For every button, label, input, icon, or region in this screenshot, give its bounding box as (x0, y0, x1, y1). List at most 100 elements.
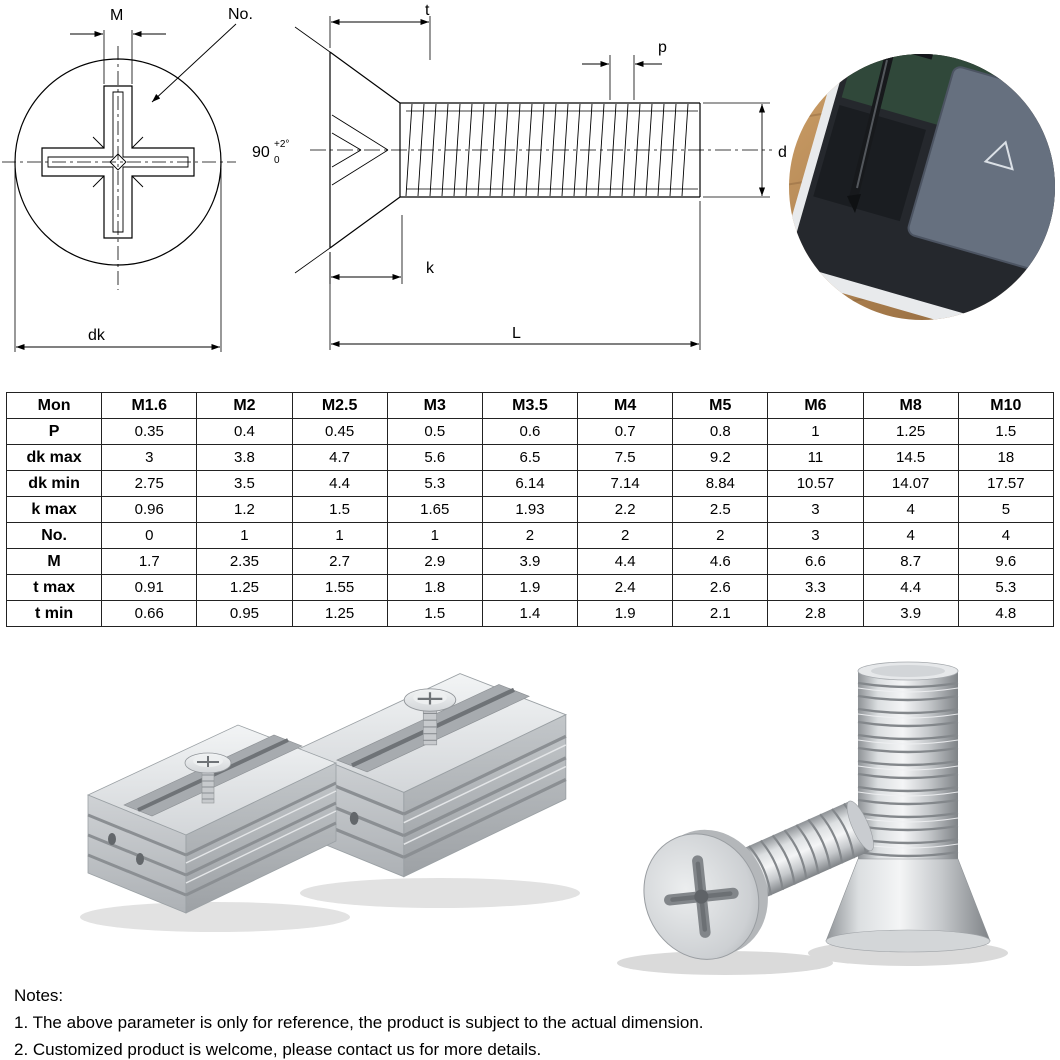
spec-cell: 0.5 (386, 418, 483, 445)
spec-cell: 3.9 (862, 600, 959, 627)
spec-cell: 4.6 (672, 548, 769, 575)
spec-cell: 2.75 (101, 470, 198, 497)
standing-screw-head-base (825, 929, 991, 953)
spec-cell: 1.9 (481, 574, 579, 601)
spec-cell: 5.6 (386, 444, 483, 471)
spec-cell: 3 (101, 444, 198, 471)
block-shadow (300, 878, 580, 908)
spec-row-label: dk min (5, 470, 103, 497)
phillips-cross-recess (664, 855, 739, 938)
application-photo-circle: CE Li-ion (789, 37, 1055, 320)
dim-label-no: No. (228, 6, 253, 23)
phillips-recess-inner (47, 91, 189, 233)
spec-cell: 1 (767, 418, 864, 445)
recess-center-diamond (109, 153, 127, 171)
spec-col-header: M2.5 (291, 392, 388, 419)
dim-label-angle-lower: 0 (274, 155, 280, 166)
spec-cell: 5.3 (957, 574, 1055, 601)
spec-row-label: t max (5, 574, 103, 601)
spec-cell: 2 (481, 522, 579, 549)
screw-shadow (617, 951, 833, 975)
spec-col-header: M5 (672, 392, 769, 419)
spec-cell: 1.5 (386, 600, 483, 627)
spec-cell: 2 (672, 522, 769, 549)
product-photos-panel (80, 661, 1008, 975)
spec-cell: 1.2 (196, 496, 293, 523)
spec-cell: 2.35 (196, 548, 293, 575)
spec-cell: 2 (577, 522, 674, 549)
spec-col-header: M10 (957, 392, 1055, 419)
dim-label-p: p (658, 39, 667, 56)
screwdriver-highlight (856, 59, 888, 189)
spec-col-header: M3.5 (481, 392, 579, 419)
lying-screw (643, 800, 874, 960)
spec-cell: 5 (957, 496, 1055, 523)
spec-cell: 6.5 (481, 444, 579, 471)
spec-cell: 1.55 (291, 574, 388, 601)
recycle-icon (983, 140, 1014, 171)
spec-cell: 1.25 (291, 600, 388, 627)
spec-cell: 1.4 (481, 600, 579, 627)
dim-label-angle: 90 (252, 144, 270, 161)
spec-col-header: M3 (386, 392, 483, 419)
lying-screw-tip (846, 800, 874, 852)
spec-cell: 1.7 (101, 548, 198, 575)
spec-cell: 0.91 (101, 574, 198, 601)
spec-row-label: No. (5, 522, 103, 549)
spec-cell: 1 (291, 522, 388, 549)
shank-outline (400, 102, 701, 198)
spec-cell: 3 (767, 496, 864, 523)
spec-cell: 0 (101, 522, 198, 549)
spec-cell: 4.8 (957, 600, 1055, 627)
standing-screw-head-cone (825, 858, 991, 942)
spec-cell: 2.6 (672, 574, 769, 601)
spec-cell: 3.5 (196, 470, 293, 497)
spec-cell: 4 (957, 522, 1055, 549)
standing-screw-threads (857, 681, 959, 858)
spec-cell: 1.65 (386, 496, 483, 523)
side-view-drawing (294, 16, 772, 350)
dim-label-angle-upper: +2° (274, 139, 289, 150)
spec-cell: 2.7 (291, 548, 388, 575)
note-2: 2. Customized product is welcome, please… (14, 1040, 542, 1059)
spec-cell: 3.9 (481, 548, 579, 575)
spec-cell: 4 (862, 522, 959, 549)
spec-cell: 18 (957, 444, 1055, 471)
spec-cell: 4.4 (862, 574, 959, 601)
note-1: 1. The above parameter is only for refer… (14, 1013, 704, 1032)
spec-cell: 2.8 (767, 600, 864, 627)
spec-cell: 14.5 (862, 444, 959, 471)
spec-col-header: M8 (862, 392, 959, 419)
spec-cell: 1 (386, 522, 483, 549)
dim-label-t: t (425, 2, 430, 19)
screwdriver-tip (847, 194, 861, 213)
spec-cell: 1.25 (196, 574, 293, 601)
spec-cell: 9.6 (957, 548, 1055, 575)
spec-cell: 2.4 (577, 574, 674, 601)
spec-cell: 14.07 (862, 470, 959, 497)
spec-cell: 0.35 (101, 418, 198, 445)
technical-drawing-panel: M No. dk t p d k L 90 +2° 0 (2, 2, 1055, 352)
spec-cell: 7.5 (577, 444, 674, 471)
standing-screw (825, 661, 991, 953)
top-view-drawing (2, 23, 237, 352)
dim-label-k: k (426, 260, 435, 277)
spec-cell: 1.25 (862, 418, 959, 445)
standing-screw-tip-inner (871, 665, 945, 677)
pcb-chip (954, 37, 974, 53)
spec-col-header: Mon (5, 392, 103, 419)
spec-cell: 5.3 (386, 470, 483, 497)
connector-area (813, 105, 926, 222)
dim-label-dk: dk (88, 327, 106, 344)
spec-cell: 2.1 (672, 600, 769, 627)
spec-cell: 0.96 (101, 496, 198, 523)
spec-cell: 0.8 (672, 418, 769, 445)
spec-cell: 4.4 (577, 548, 674, 575)
recess-cone-lines (331, 114, 389, 186)
recess-corner-chamfers (92, 136, 144, 188)
